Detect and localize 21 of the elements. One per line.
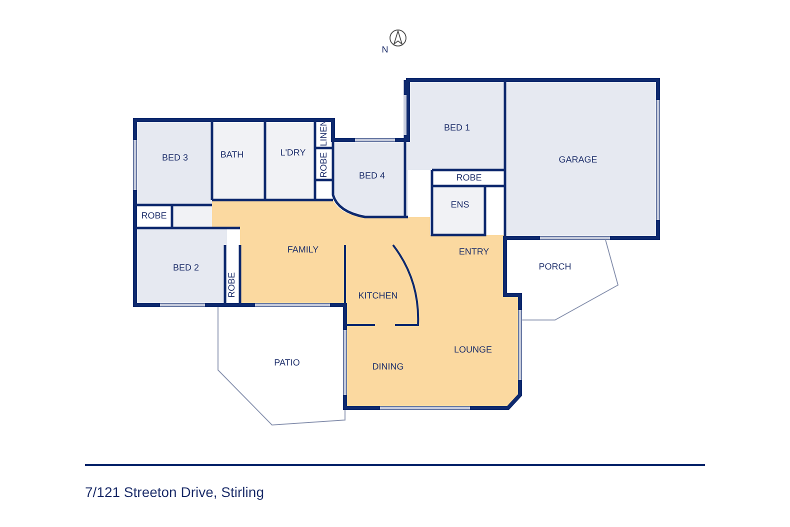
room-label: ENS: [450, 200, 470, 210]
address-caption: 7/121 Streeton Drive, Stirling: [85, 483, 264, 502]
room-label: PORCH: [538, 262, 572, 272]
room-label: LOUNGE: [454, 346, 492, 354]
room-label: L'DRY: [280, 148, 306, 158]
room-label: ENTRY: [458, 248, 490, 256]
room-label: BED 1: [444, 124, 470, 132]
room-label: BATH: [220, 150, 244, 160]
room-label: ROBE: [320, 152, 328, 178]
room-label: DINING: [372, 362, 404, 372]
room-label: N: [382, 46, 388, 54]
room-label: GARAGE: [558, 156, 598, 164]
room-label: BED 3: [162, 154, 188, 162]
room-label: FAMILY: [287, 246, 319, 254]
room-label: KITCHEN: [358, 292, 398, 300]
room-label: PATIO: [274, 358, 300, 368]
room-label: ROBE: [141, 212, 167, 220]
room-label: ROBE: [456, 174, 482, 182]
room-label: ROBE: [228, 272, 236, 298]
room-label: BED 2: [173, 264, 199, 272]
room-label: BED 4: [359, 172, 385, 180]
